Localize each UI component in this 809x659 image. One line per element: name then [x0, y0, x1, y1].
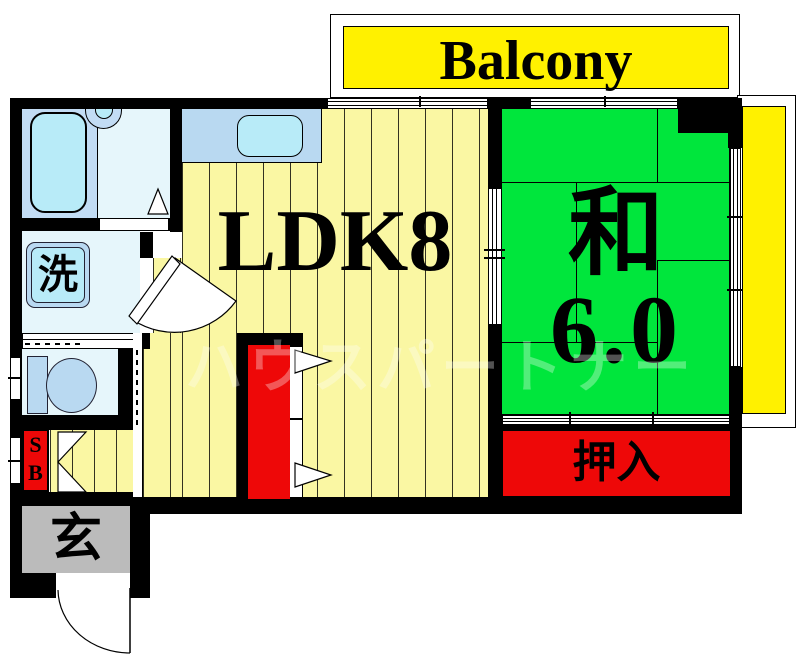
window-tick [727, 289, 743, 291]
wall [118, 349, 133, 430]
window-line [503, 421, 729, 422]
window-line [733, 149, 734, 366]
window-tick [484, 249, 505, 251]
window-line [503, 417, 729, 419]
hallway-boundary-strip [133, 333, 143, 497]
japanese-room-size-label: 6.0 [550, 276, 682, 383]
wall [140, 232, 153, 258]
wall [130, 573, 150, 598]
wall [10, 98, 327, 109]
toilet-bowl [46, 358, 97, 413]
bifold-door-lower [57, 460, 88, 493]
window-line [328, 101, 487, 102]
japanese-room-floor [502, 107, 730, 415]
oshiire-label: 押入 [572, 438, 661, 487]
shoe-box-label-s: S [29, 432, 42, 457]
tatami-line [576, 182, 577, 342]
window-tick [652, 412, 654, 426]
kitchen-sink [237, 115, 303, 157]
window-tick [569, 412, 571, 426]
center-storage-door-strip [290, 347, 302, 497]
balcony-top [343, 26, 729, 89]
laundry-label: 洗 [38, 252, 78, 297]
boundary-line [141, 333, 143, 497]
boundary-line [23, 339, 133, 340]
door-direction-marker [294, 349, 333, 374]
window-tick [727, 216, 743, 218]
tatami-line [657, 260, 658, 415]
washing-machine-inner [31, 247, 85, 303]
bathroom-door-opening [100, 219, 168, 230]
tatami-line [502, 182, 730, 183]
window-tick [604, 96, 606, 107]
ldk-floor [182, 107, 488, 497]
window-ldk-top [327, 98, 488, 109]
window-line [491, 189, 493, 324]
boundary-dashed-line [25, 343, 83, 345]
wall [728, 98, 742, 148]
tatami-line [657, 260, 730, 261]
washroom-door-swing [132, 257, 237, 333]
ldk-floor-lowerleft [143, 333, 182, 497]
ldk-label: LDK8 [217, 193, 453, 290]
room-edge-line [502, 414, 730, 415]
wall [10, 492, 133, 506]
window-tick [8, 377, 22, 379]
wall [170, 98, 182, 232]
entrance-door-swing [57, 589, 131, 654]
wall [10, 573, 56, 598]
room-edge-line [729, 107, 730, 415]
genkan-label: 玄 [49, 511, 102, 568]
window-tick [8, 460, 22, 462]
shoe-box [22, 429, 49, 492]
washroom-door-leaf [128, 255, 181, 325]
door-direction-marker [294, 462, 333, 488]
window-line [328, 105, 487, 106]
bathtub [30, 112, 87, 213]
wall [10, 415, 133, 430]
window-toilet-left [10, 357, 21, 400]
center-storage-red [248, 345, 290, 499]
window-tick [419, 96, 421, 107]
balcony-label: Balcony [439, 30, 633, 92]
bathroom-door-marker [147, 187, 169, 215]
tatami-line [657, 107, 658, 182]
wall [488, 98, 502, 188]
genkan-floor [22, 506, 130, 573]
japanese-room-label: 和 [568, 180, 664, 287]
boundary-dashed-line [136, 350, 138, 426]
bifold-door-upper [57, 431, 88, 464]
watermark: ハウスパートナー [185, 333, 698, 401]
tatami-line [502, 342, 657, 343]
oshiire-closet-red [503, 431, 730, 496]
window-washitsu-right [730, 148, 741, 367]
balcony-side [742, 106, 786, 414]
window-tick [484, 257, 505, 259]
wall [130, 506, 150, 573]
door-strip-tick [290, 418, 302, 420]
shoe-box-label-b: B [28, 460, 43, 485]
wall [488, 98, 530, 109]
window-line [736, 149, 738, 366]
window-line [496, 189, 497, 324]
